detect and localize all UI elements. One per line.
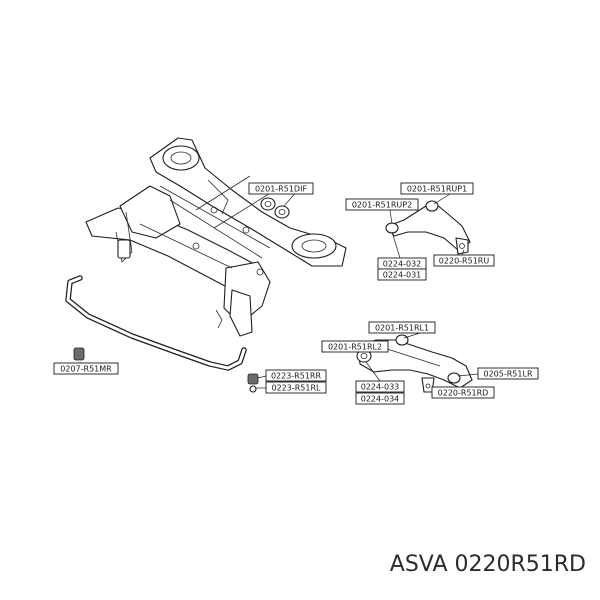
svg-text:0224-033: 0224-033 <box>361 383 400 392</box>
svg-text:0224-032: 0224-032 <box>383 260 422 269</box>
callout-0220-r51ru: 0220-R51RU <box>433 254 495 267</box>
callout-0224-033: 0224-033 <box>355 380 405 393</box>
callout-0223-r51rr: 0223-R51RR <box>265 369 327 382</box>
svg-text:0207-R51MR: 0207-R51MR <box>60 365 112 374</box>
svg-text:0205-R51LR: 0205-R51LR <box>484 370 533 379</box>
callout-0201-r51dif: 0201-R51DIF <box>248 182 314 195</box>
svg-text:0223-R51RR: 0223-R51RR <box>271 372 322 381</box>
callout-0207-r51mr: 0207-R51MR <box>53 362 119 375</box>
svg-text:0201-R51RUP2: 0201-R51RUP2 <box>352 201 412 210</box>
callout-0201-r51rl1: 0201-R51RL1 <box>368 321 436 334</box>
callout-0223-r51rl: 0223-R51RL <box>265 381 327 394</box>
differential-bushings <box>260 197 290 219</box>
svg-text:0224-034: 0224-034 <box>361 395 400 404</box>
callout-0201-r51rup2: 0201-R51RUP2 <box>345 198 419 211</box>
svg-text:0220-R51RD: 0220-R51RD <box>438 389 489 398</box>
callout-0205-r51lr: 0205-R51LR <box>477 367 539 380</box>
part-title: ASVA 0220R51RD <box>390 552 586 577</box>
svg-text:0220-R51RU: 0220-R51RU <box>439 257 490 266</box>
svg-text:0201-R51RL1: 0201-R51RL1 <box>375 324 429 333</box>
stabilizer-bar <box>65 275 259 393</box>
callout-0201-r51rl2: 0201-R51RL2 <box>321 340 389 353</box>
callout-0224-034: 0224-034 <box>355 392 405 405</box>
svg-text:0224-031: 0224-031 <box>383 271 422 280</box>
svg-text:0201-R51RUP1: 0201-R51RUP1 <box>407 185 467 194</box>
callout-0224-032: 0224-032 <box>377 257 427 270</box>
brand-name: ASVA <box>389 552 448 577</box>
svg-text:0201-R51RL2: 0201-R51RL2 <box>328 343 382 352</box>
part-number: 0220R51RD <box>454 552 587 577</box>
callout-0220-r51rd: 0220-R51RD <box>431 386 495 399</box>
svg-text:0201-R51DIF: 0201-R51DIF <box>255 185 308 194</box>
callout-0201-r51rup1: 0201-R51RUP1 <box>400 182 474 195</box>
rear-subframe <box>85 137 347 337</box>
svg-text:0223-R51RL: 0223-R51RL <box>272 384 322 393</box>
upper-control-arm <box>385 200 471 255</box>
callout-0224-031: 0224-031 <box>377 268 427 281</box>
